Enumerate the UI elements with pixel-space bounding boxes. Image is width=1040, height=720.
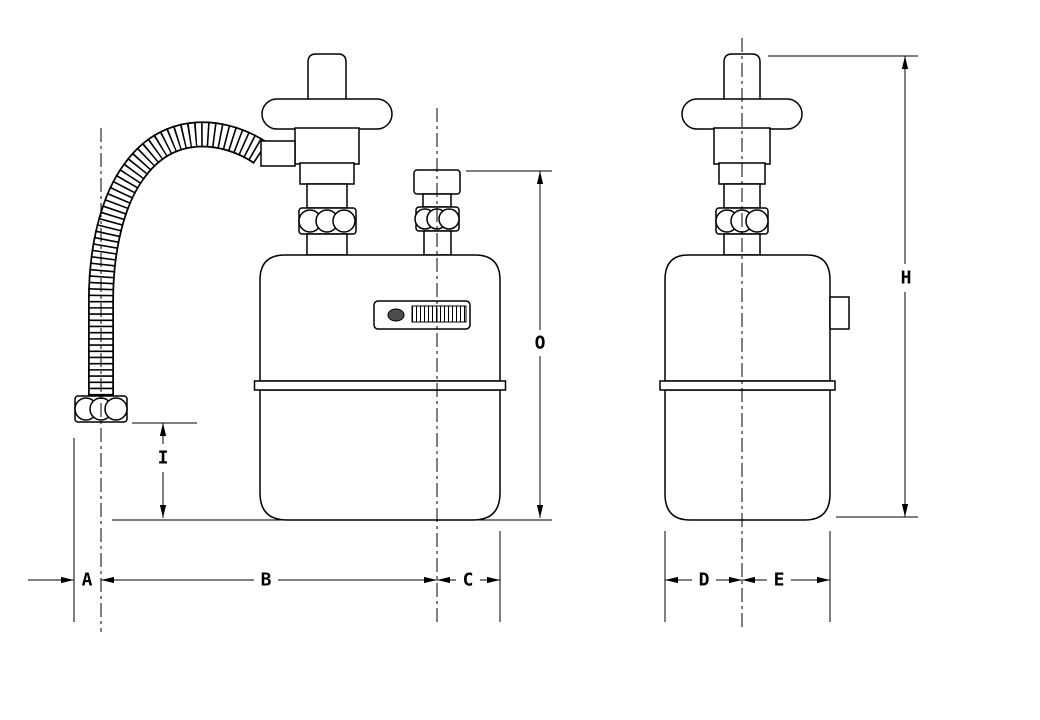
centerlines <box>100 38 743 632</box>
dimension-E: E <box>742 570 830 591</box>
inlet-pipe <box>298 183 357 256</box>
dimensions: O I H A B <box>28 55 918 622</box>
inlet-nut <box>298 207 357 235</box>
side-view <box>659 53 850 521</box>
register-window <box>373 300 471 330</box>
dimension-I: I <box>132 422 197 518</box>
dimension-label-I: I <box>158 448 169 469</box>
meter-body-front <box>253 254 507 521</box>
regulator-neck <box>299 162 355 185</box>
side-lower-case <box>664 389 831 521</box>
hose-corrugations <box>88 121 269 396</box>
meter-body-side <box>659 254 850 521</box>
dimension-label-H: H <box>901 268 912 289</box>
regulator-body <box>294 127 360 165</box>
dimension-label-B: B <box>261 570 272 591</box>
meter-seam-band <box>253 380 507 391</box>
side-outlet-boss <box>829 296 850 330</box>
dimension-B: B <box>101 570 437 591</box>
register-dot <box>387 308 405 322</box>
dimension-C: C <box>437 570 500 591</box>
dimension-label-A: A <box>82 570 93 591</box>
dimension-label-C: C <box>463 570 474 591</box>
flexible-hose <box>88 121 269 396</box>
hose-body <box>89 123 268 396</box>
side-seam-band <box>659 380 836 391</box>
regulator-assembly <box>260 53 393 185</box>
dimension-label-D: D <box>699 570 710 591</box>
hose-fitting <box>260 140 296 167</box>
dimension-label-E: E <box>774 570 785 591</box>
dimension-H: H <box>768 55 918 518</box>
side-upper-case <box>664 254 831 382</box>
dimension-O: O <box>466 170 552 518</box>
front-view <box>74 53 507 521</box>
dimension-D: D <box>665 570 742 591</box>
regulator-stem <box>307 53 347 101</box>
register-counter <box>411 305 467 323</box>
meter-lower-case <box>259 389 501 521</box>
dimension-label-O: O <box>535 333 546 354</box>
dimension-A: A <box>28 570 93 591</box>
regulator-cap <box>261 98 393 130</box>
